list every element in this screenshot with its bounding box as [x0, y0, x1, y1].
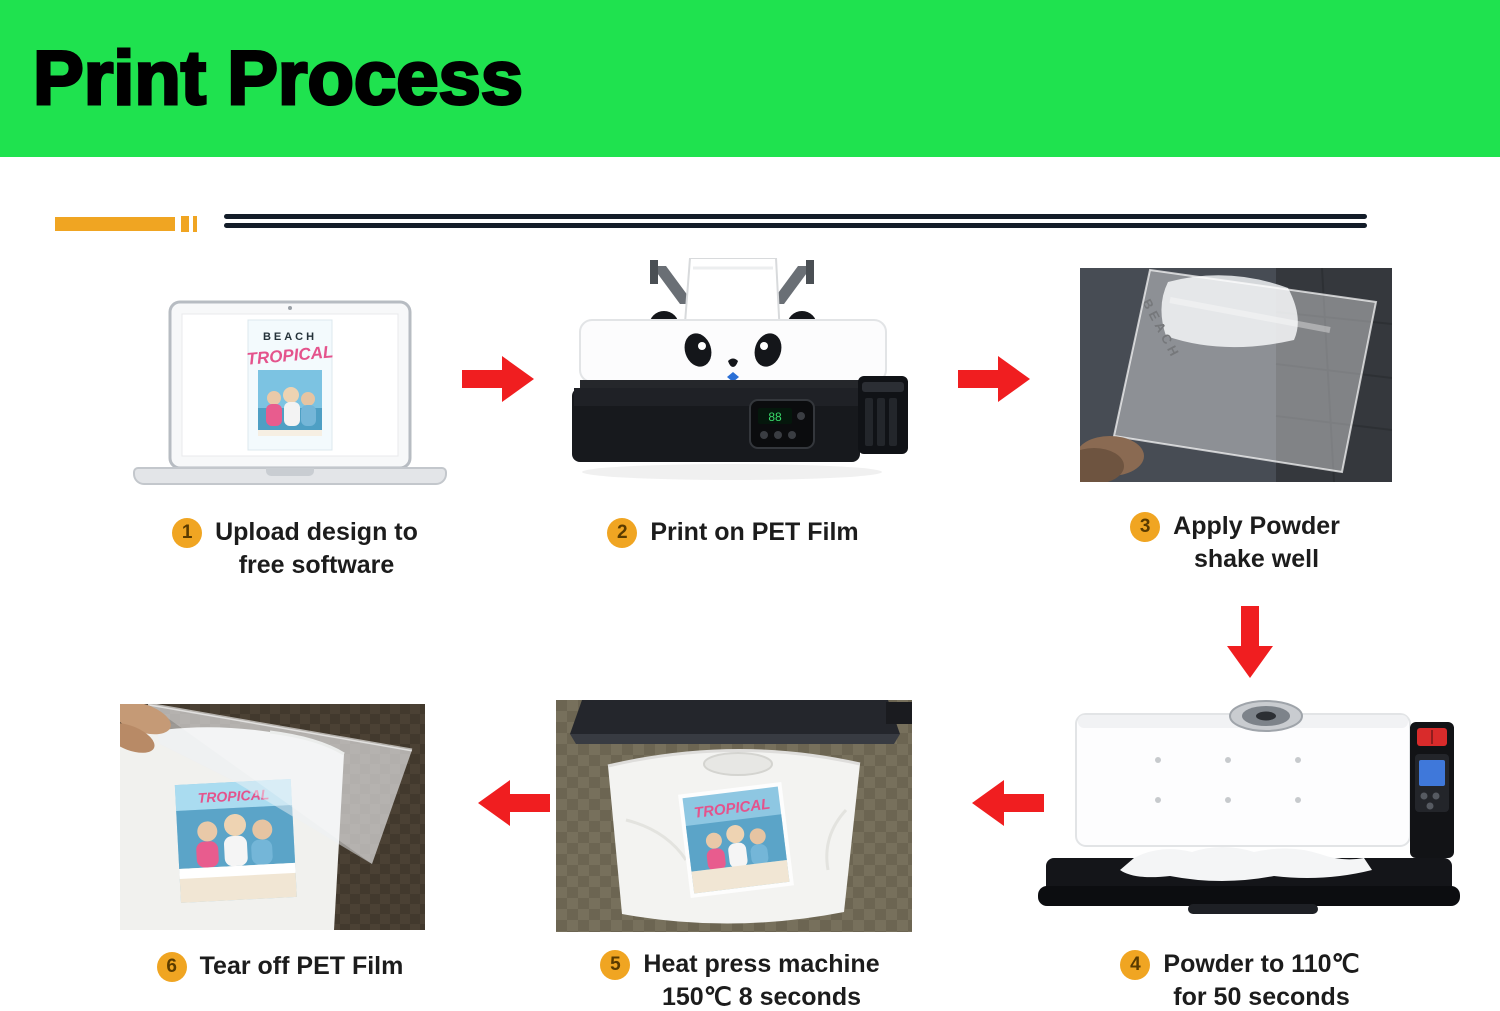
melted-powder	[1120, 847, 1372, 881]
ink-tank	[858, 376, 908, 454]
step4-number-badge: 4	[1120, 950, 1151, 980]
film-being-peeled	[148, 704, 412, 864]
step2-label-text: Print on PET Film	[650, 518, 859, 546]
printer-brand-logo	[727, 372, 739, 382]
step4-label: 4 Powder to 110℃ for 50 seconds	[1075, 948, 1405, 1011]
step1-image: BEACH TROPICAL	[128, 298, 452, 498]
panda-face	[684, 333, 782, 367]
divider	[0, 213, 1500, 237]
step3-number-badge: 3	[1130, 512, 1161, 542]
step5-label: 5 Heat press machine 150℃ 8 seconds	[575, 948, 905, 1011]
divider-yellow-tick	[181, 216, 189, 232]
arrow-left-step5-to-step6	[478, 780, 550, 826]
step6-label-text: Tear off PET Film	[199, 952, 404, 980]
step4-label-text: Powder to 110℃ for 50 seconds	[1163, 950, 1360, 1011]
printer-control-panel: 88	[749, 399, 815, 449]
arrow-left-step4-to-step5	[972, 780, 1044, 826]
press-arm	[886, 702, 912, 724]
machine-control-column	[1410, 722, 1454, 858]
paper-exit-slot	[580, 380, 886, 388]
step6-number-badge: 6	[156, 952, 187, 982]
divider-yellow-tick	[193, 216, 197, 232]
press-platen	[570, 700, 900, 734]
divider-yellow-bar	[55, 217, 175, 231]
step1-number-badge: 1	[172, 518, 203, 548]
step2-number-badge: 2	[607, 518, 638, 548]
step5-label-text: Heat press machine 150℃ 8 seconds	[643, 950, 880, 1011]
step1-label-text: Upload design to free software	[215, 518, 418, 579]
heat-press-illustration: TROPICAL	[556, 700, 912, 932]
svg-text:BEACH: BEACH	[263, 331, 317, 343]
handle	[1188, 904, 1318, 914]
divider-rule-bottom	[224, 223, 1367, 228]
fan-vent	[1229, 700, 1303, 732]
step4-image	[1038, 688, 1460, 920]
printed-design: TROPICAL	[678, 782, 794, 898]
shirt-collar	[703, 752, 773, 776]
step1-label: 1 Upload design to free software	[140, 516, 450, 582]
laptop-illustration: BEACH TROPICAL	[133, 300, 447, 485]
pet-film-photo: BEACH	[1080, 268, 1392, 482]
step2-label: 2 Print on PET Film	[578, 516, 888, 549]
divider-rule-top	[224, 214, 1367, 219]
machine-body	[1075, 713, 1411, 847]
webcam-dot-icon	[288, 306, 292, 310]
step2-image: 88	[552, 258, 912, 492]
svg-text:88: 88	[768, 410, 782, 424]
dtf-printer-illustration: 88	[572, 258, 908, 480]
arrow-down-step3-to-step4	[1227, 606, 1273, 678]
tear-off-film-photo: TROPICAL	[120, 704, 425, 930]
screw-dots	[1155, 757, 1301, 803]
film-sheet	[1114, 270, 1376, 472]
step5-image: TROPICAL	[556, 700, 912, 932]
design-poster: BEACH TROPICAL	[246, 319, 334, 451]
step3-label-text: Apply Powder shake well	[1173, 512, 1340, 573]
arrow-right-step2-to-step3	[958, 356, 1030, 402]
step3-label: 3 Apply Powder shake well	[1090, 510, 1380, 576]
step3-image: BEACH	[1080, 268, 1392, 482]
page-title: Print Process	[32, 35, 525, 121]
step6-image: TROPICAL	[120, 704, 425, 930]
step6-label: 6 Tear off PET Film	[130, 950, 430, 983]
step5-number-badge: 5	[600, 950, 631, 980]
header-banner: Print Process	[0, 0, 1500, 157]
arrow-right-step1-to-step2	[462, 356, 534, 402]
printed-white-layer	[1161, 275, 1298, 348]
powder-curing-machine-illustration	[1038, 700, 1460, 914]
